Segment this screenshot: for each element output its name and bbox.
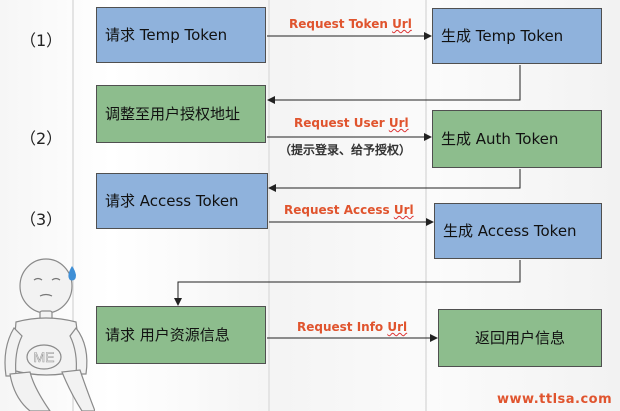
mascot-label: ME: [34, 349, 55, 365]
sweat-drop-icon: [68, 266, 76, 281]
return-user-info-box: 返回用户信息: [438, 309, 602, 367]
request-user-url-label: Request User Url: [294, 116, 409, 130]
request-user-note: （提示登录、给予授权）: [279, 143, 412, 157]
step-2-label: （2）: [20, 129, 63, 148]
request-user-url-text: Request User Url: [294, 116, 409, 130]
request-token-url-text: Request Token Url: [289, 17, 412, 31]
generate-auth-token-box: 生成 Auth Token: [432, 110, 602, 168]
request-access-token-box: 请求 Access Token: [96, 173, 268, 229]
generate-temp-token-box: 生成 Temp Token: [432, 8, 602, 64]
request-token-url-label: Request Token Url: [289, 17, 412, 31]
url-word: Url: [388, 116, 409, 130]
request-user-info-box: 请求 用户资源信息: [96, 306, 266, 364]
redirect-user-auth-box: 调整至用户授权地址: [96, 85, 266, 143]
step-1-label: （1）: [20, 31, 63, 50]
background-stripe: [268, 0, 270, 411]
url-word: Url: [387, 320, 408, 334]
request-info-url-label: Request Info Url: [297, 320, 407, 334]
background-stripe: [72, 0, 74, 411]
request-access-url-label: Request Access Url: [284, 203, 414, 217]
request-temp-token-box: 请求 Temp Token: [96, 7, 266, 63]
arrow-access-to-info: [174, 260, 521, 306]
arrow-auth-to-access: [268, 169, 521, 192]
step-3-label: （3）: [20, 210, 63, 229]
request-info-url-text: Request Info Url: [297, 320, 408, 334]
background-stripe: [425, 0, 427, 411]
url-word: Url: [392, 17, 412, 31]
arrow-temp-to-redirect: [267, 65, 521, 104]
watermark: www.ttlsa.com: [497, 392, 613, 407]
request-access-url-text: Request Access Url: [284, 203, 414, 217]
url-word: Url: [393, 203, 414, 217]
mascot-figure: ME: [4, 258, 95, 411]
generate-access-token-box: 生成 Access Token: [434, 203, 602, 259]
